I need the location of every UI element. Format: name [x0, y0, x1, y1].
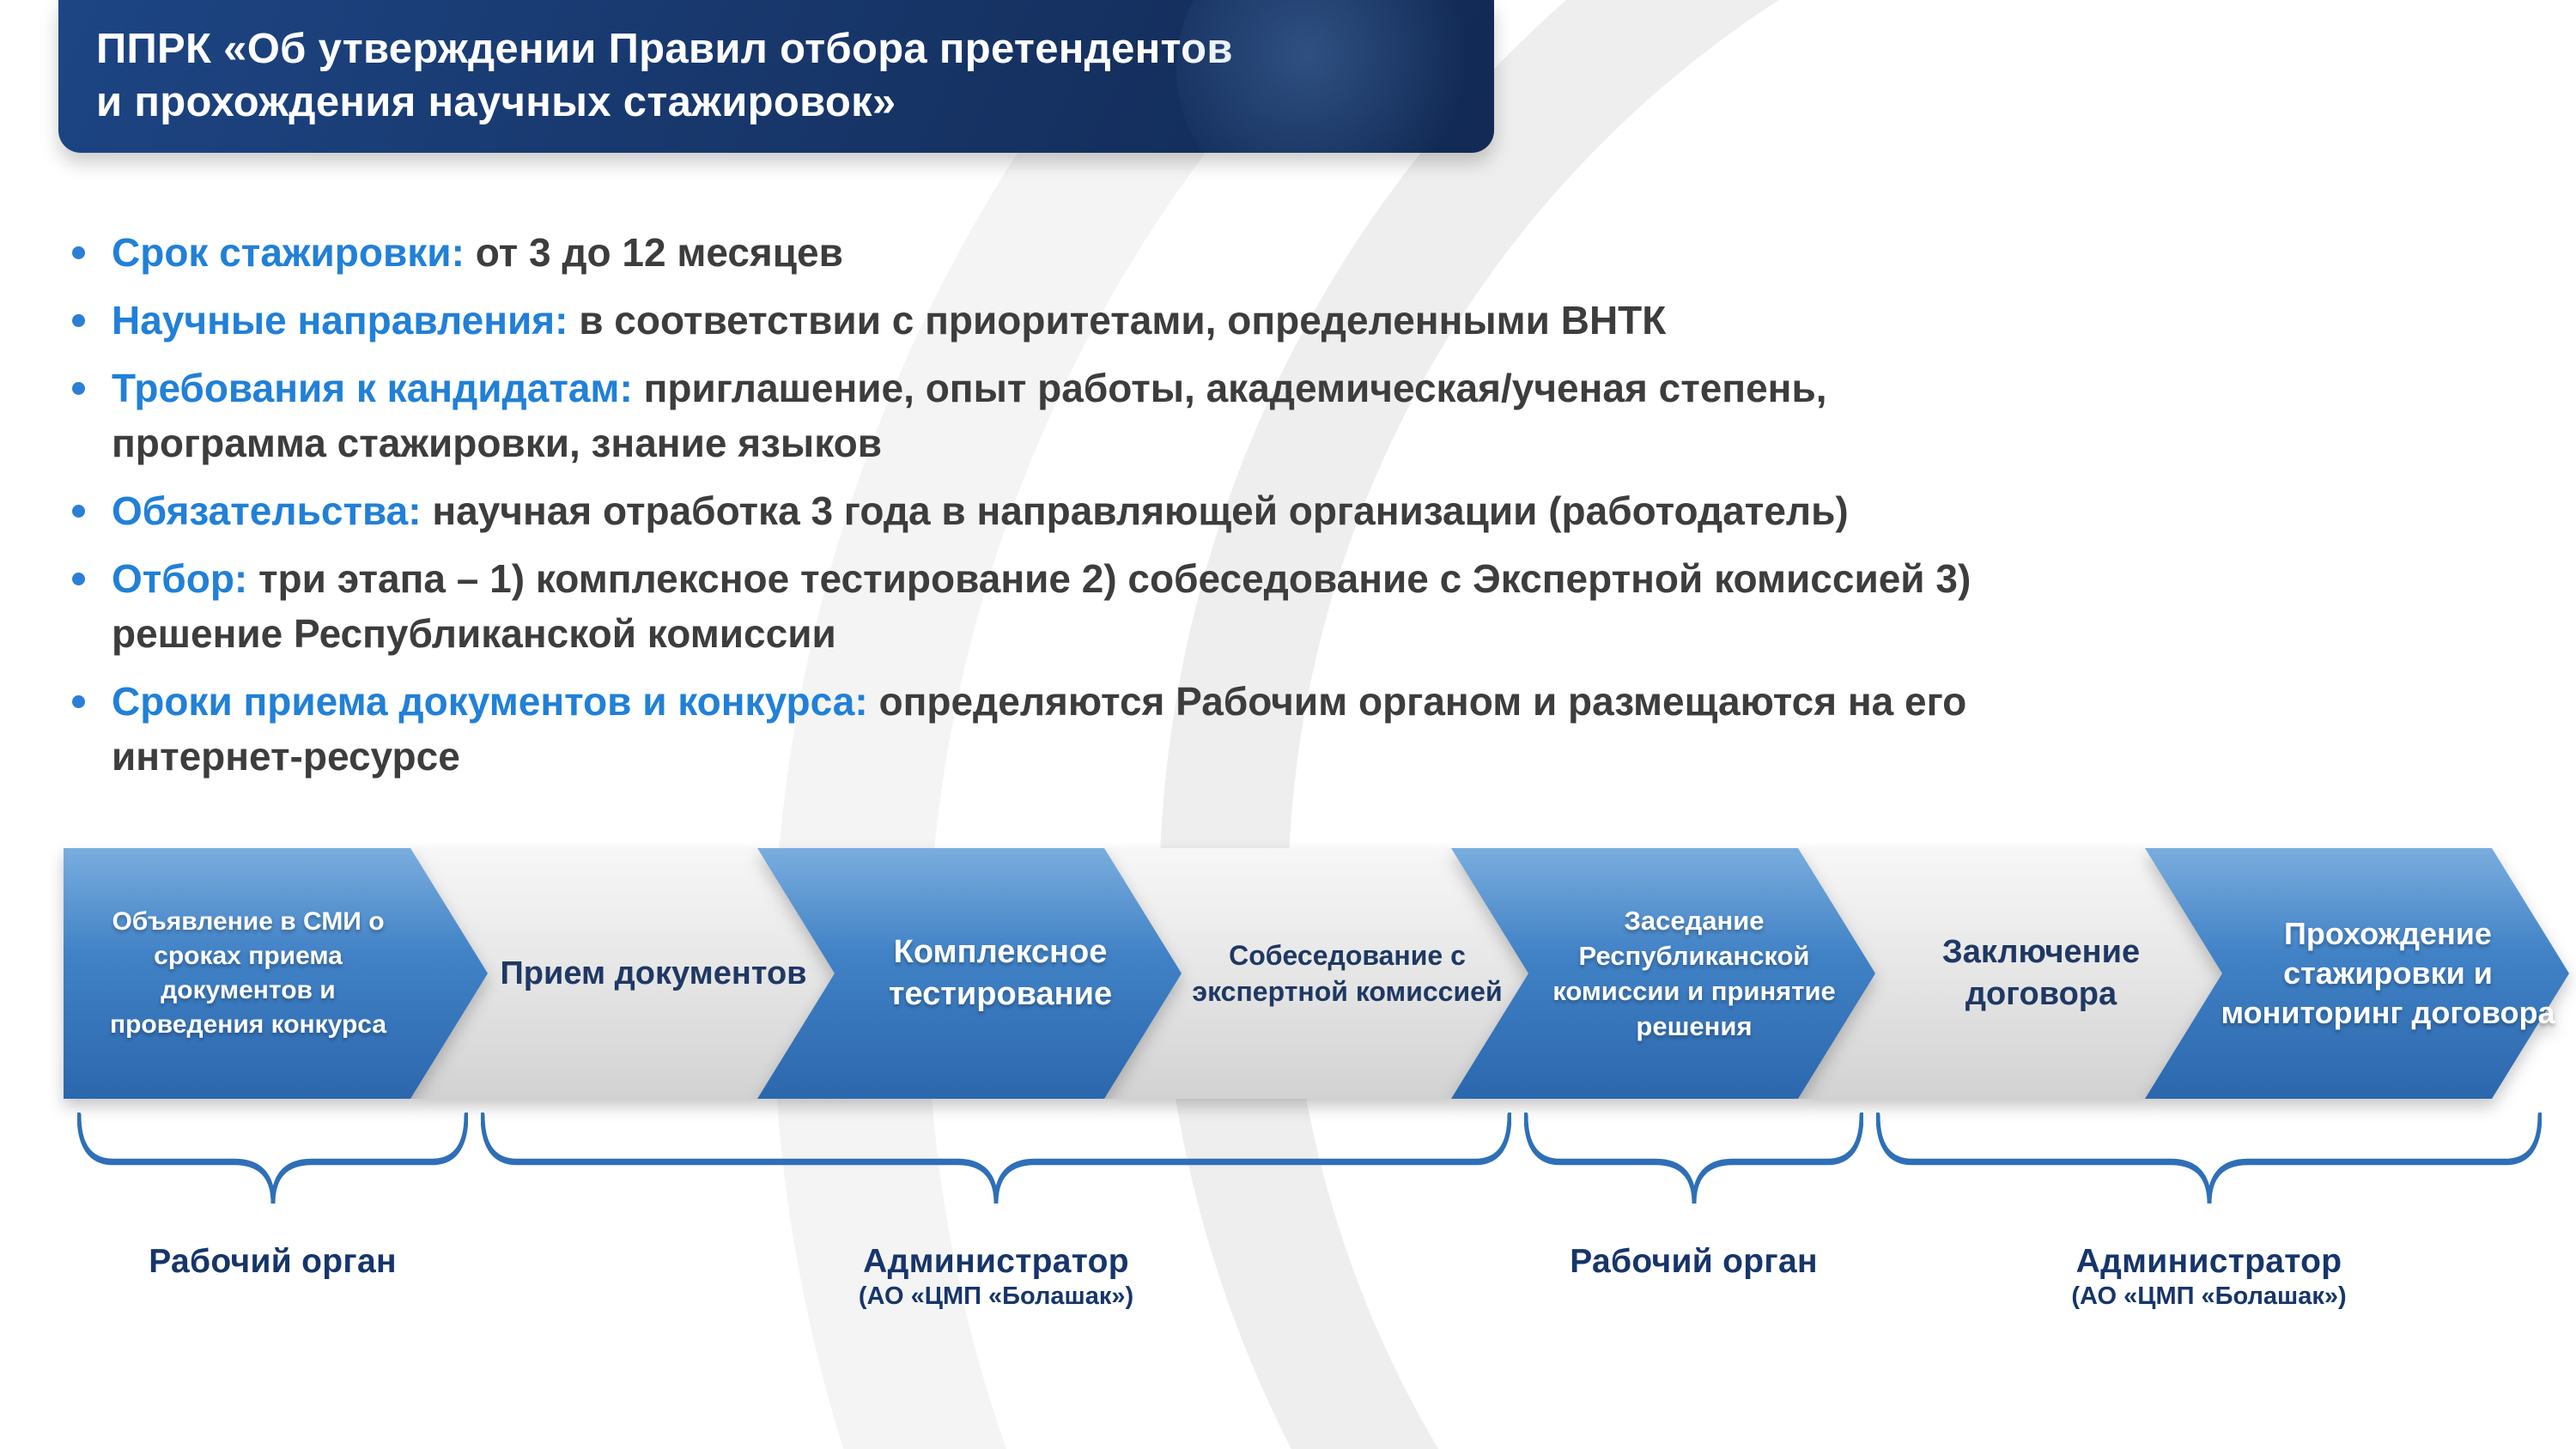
bullet-label: Сроки приема документов и конкурса:: [112, 679, 868, 724]
process-step-announcement: Объявление в СМИ о сроках приема докумен…: [64, 848, 488, 1099]
process-flow: Объявление в СМИ о сроках приема докумен…: [64, 848, 2571, 1099]
bullet-text: научная отработка 3 года в направляющей …: [432, 488, 1849, 533]
group-label: Рабочий орган: [149, 1243, 397, 1280]
group-label: Администратор: [863, 1243, 1129, 1280]
group-label: Рабочий орган: [1570, 1243, 1818, 1280]
process-step-label: Прохождение стажировки и мониторинг дого…: [2221, 916, 2555, 1030]
group-label: Администратор: [2075, 1243, 2342, 1280]
bullet-marker: [72, 382, 85, 395]
slide-title-line-1: ППРК «Об утверждении Правил отбора прете…: [96, 26, 1233, 72]
bullet-text: определяются Рабочим органом и размещают…: [112, 679, 1967, 779]
responsibility-group-administrator-2: Администратор (АО «ЦМП «Болашак»): [1876, 1113, 2542, 1311]
bullet-marker: [72, 695, 85, 708]
bullet-item-scientific-directions: Научные направления: в соответствии с пр…: [67, 293, 2265, 348]
chevron-shape: [64, 848, 488, 1099]
process-step-label: Объявление в СМИ о сроках приема докумен…: [109, 907, 387, 1039]
process-step-internship-monitoring: Прохождение стажировки и мониторинг дого…: [2145, 848, 2569, 1099]
brace-connector: [1876, 1113, 2542, 1204]
process-step-label: Заключение договора: [1941, 934, 2141, 1012]
bullet-item-internship-term: Срок стажировки: от 3 до 12 месяцев: [67, 225, 2265, 280]
process-step-label: Комплексное тестирование: [888, 934, 1113, 1012]
bullet-marker: [72, 505, 85, 518]
bullet-item-deadlines: Сроки приема документов и конкурса: опре…: [67, 674, 2042, 784]
bullet-label: Обязательства:: [112, 488, 422, 533]
bullet-item-selection: Отбор: три этапа – 1) комплексное тестир…: [67, 551, 2042, 661]
brace-connector: [1524, 1113, 1863, 1204]
responsibility-group-working-body-1: Рабочий орган: [77, 1113, 468, 1281]
title-banner: ППРК «Об утверждении Правил отбора прете…: [58, 0, 1494, 153]
bullet-item-candidate-requirements: Требования к кандидатам: приглашение, оп…: [67, 361, 1956, 470]
bullet-list: Срок стажировки: от 3 до 12 месяцев Науч…: [67, 225, 2334, 797]
responsibility-group-administrator-1: Администратор (АО «ЦМП «Болашак»): [481, 1113, 1511, 1311]
process-step-label: Прием документов: [500, 955, 807, 991]
brace-connector: [481, 1113, 1511, 1204]
process-step-commission-session: Заседание Республиканской комиссии и при…: [1451, 848, 1875, 1099]
bullet-label: Срок стажировки:: [112, 230, 465, 275]
group-sublabel: (АО «ЦМП «Болашак»): [858, 1282, 1134, 1310]
slide-title-line-2: и прохождения научных стажировок»: [96, 79, 896, 125]
process-step-complex-testing: Комплексное тестирование: [757, 848, 1182, 1099]
bullet-label: Требования к кандидатам:: [112, 366, 633, 410]
bullet-text: три этапа – 1) комплексное тестирование …: [112, 556, 1971, 656]
bullet-label: Отбор:: [112, 556, 248, 601]
bullet-text: в соответствии с приоритетами, определен…: [579, 298, 1667, 343]
bullet-text: от 3 до 12 месяцев: [475, 230, 843, 275]
responsibility-group-working-body-2: Рабочий орган: [1524, 1113, 1863, 1281]
bullet-marker: [72, 573, 85, 585]
brace-connector: [77, 1113, 468, 1204]
bullet-item-obligations: Обязательства: научная отработка 3 года …: [67, 483, 2265, 538]
bullet-marker: [72, 246, 85, 259]
process-step-label: Заседание Республиканской комиссии и при…: [1552, 906, 1836, 1041]
process-step-contract-signing: Заключение договора: [1798, 848, 2222, 1099]
bullet-label: Научные направления:: [112, 298, 568, 343]
group-sublabel: (АО «ЦМП «Болашак»): [2071, 1282, 2347, 1310]
bullet-marker: [72, 314, 85, 327]
